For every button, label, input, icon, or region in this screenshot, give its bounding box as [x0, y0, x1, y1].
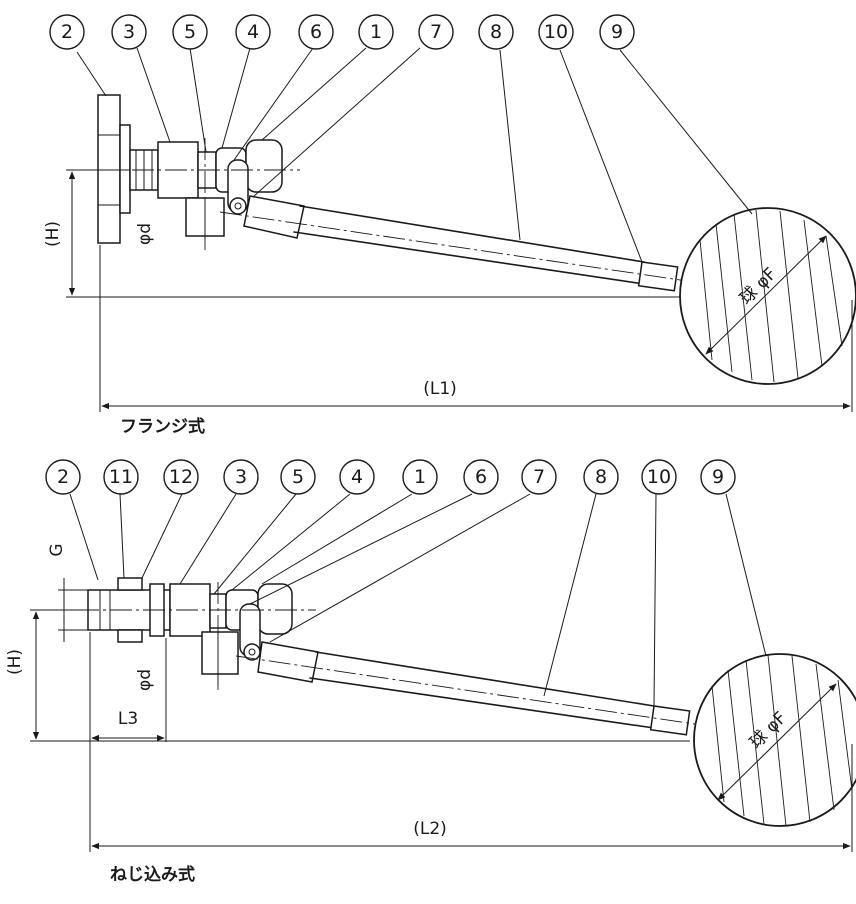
svg-text:11: 11: [109, 466, 133, 488]
float-rod: [293, 205, 679, 292]
screw-type-caption: ねじ込み式: [110, 864, 195, 885]
flange-callout-10: 10: [538, 14, 574, 50]
svg-text:3: 3: [123, 21, 135, 43]
screw-callout-2: 2: [45, 459, 81, 495]
float-ball-screw: [693, 653, 856, 827]
flange-callout-6: 6: [298, 14, 334, 50]
flange-callout-2: 2: [49, 14, 85, 50]
flange-length-label: (L1): [423, 379, 457, 399]
screw-callout-12: 12: [163, 459, 199, 495]
screw-callout-3: 3: [223, 459, 259, 495]
svg-text:5: 5: [184, 21, 196, 43]
screw-thread-label: G: [47, 543, 67, 556]
screw-callout-8: 8: [583, 459, 619, 495]
float-ball: [679, 207, 856, 385]
screw-type-drawing: 2 11 12 3 5 4 1 6 7 8 10 9 G (H) φd L3 (…: [5, 459, 856, 885]
svg-text:6: 6: [475, 466, 487, 488]
svg-text:2: 2: [61, 21, 73, 43]
svg-text:12: 12: [169, 466, 193, 488]
flange-callout-5: 5: [172, 14, 208, 50]
screw-l3-label: L3: [118, 709, 138, 729]
flange-callout-9: 9: [599, 14, 635, 50]
screw-callout-10: 10: [641, 459, 677, 495]
svg-text:9: 9: [712, 466, 724, 488]
svg-text:2: 2: [57, 466, 69, 488]
svg-text:9: 9: [611, 21, 623, 43]
float-rod-screw: [309, 651, 691, 736]
svg-text:5: 5: [292, 466, 304, 488]
screw-callout-7: 7: [521, 459, 557, 495]
svg-text:4: 4: [351, 466, 363, 488]
svg-text:10: 10: [544, 21, 568, 43]
flange-callout-4: 4: [235, 14, 271, 50]
flange: [97, 94, 131, 244]
flange-type-drawing: 2 3 5 4 6 1 7 8 10 9 (H) φd (L1) 球 φF フラ…: [43, 14, 856, 437]
screw-pipe-dia-label: φd: [135, 669, 155, 691]
svg-text:1: 1: [370, 21, 382, 43]
flange-callout-8: 8: [478, 14, 514, 50]
screw-length-label: (L2): [413, 819, 447, 839]
screw-callout-6: 6: [463, 459, 499, 495]
svg-text:8: 8: [490, 21, 502, 43]
screw-callout-9: 9: [700, 459, 736, 495]
screw-callout-4: 4: [339, 459, 375, 495]
screw-callout-5: 5: [280, 459, 316, 495]
flange-callout-7: 7: [418, 14, 454, 50]
svg-text:7: 7: [533, 466, 545, 488]
svg-text:8: 8: [595, 466, 607, 488]
screw-callout-1: 1: [402, 459, 438, 495]
valve-body: [129, 139, 305, 240]
svg-text:3: 3: [235, 466, 247, 488]
svg-text:6: 6: [310, 21, 322, 43]
valve-body-screw: [169, 583, 319, 686]
flange-callout-3: 3: [111, 14, 147, 50]
svg-text:10: 10: [647, 466, 671, 488]
flange-callout-1: 1: [358, 14, 394, 50]
flange-type-caption: フランジ式: [120, 416, 205, 437]
svg-text:1: 1: [414, 466, 426, 488]
screw-callout-11: 11: [103, 459, 139, 495]
flange-pipe-dia-label: φd: [135, 223, 155, 245]
flange-height-label: (H): [43, 221, 63, 247]
svg-text:7: 7: [430, 21, 442, 43]
svg-text:4: 4: [247, 21, 259, 43]
screw-height-label: (H): [5, 649, 25, 675]
